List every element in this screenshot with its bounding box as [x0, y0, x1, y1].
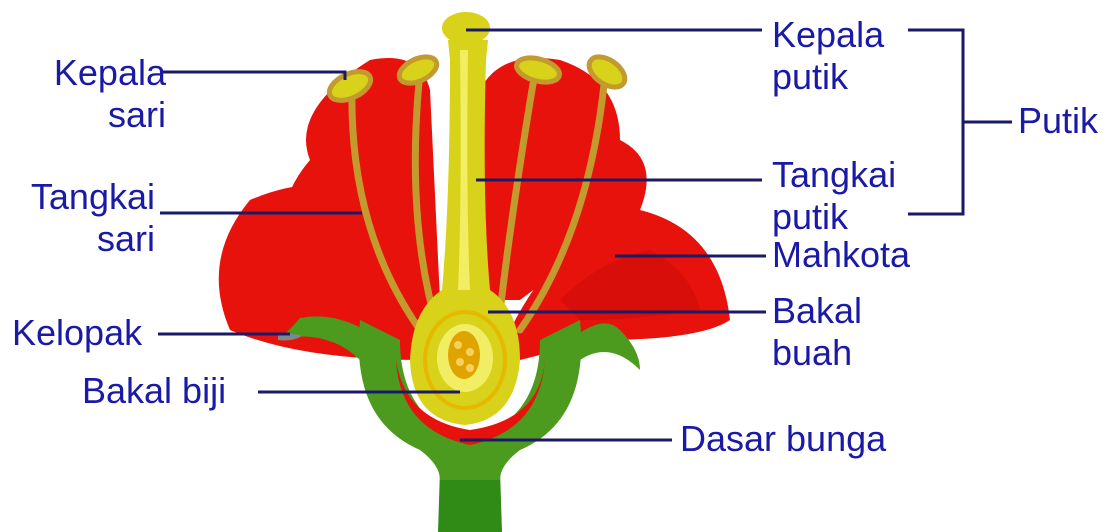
label-bakal-biji: Bakal biji — [82, 370, 226, 412]
label-kepala-sari: Kepala sari — [36, 52, 166, 136]
label-kepala-putik-line2: putik — [772, 56, 884, 98]
label-tangkai-putik: Tangkai putik — [772, 154, 896, 238]
label-tangkai-putik-line1: Tangkai — [772, 154, 896, 196]
ovule — [454, 341, 462, 349]
ovule — [456, 358, 464, 366]
ovule-cluster — [448, 331, 480, 379]
label-bakal-buah-line1: Bakal — [772, 290, 862, 332]
label-mahkota: Mahkota — [772, 234, 910, 276]
bracket-putik — [908, 30, 963, 214]
label-tangkai-sari: Tangkai sari — [10, 176, 155, 260]
label-dasar-bunga: Dasar bunga — [680, 418, 886, 460]
label-bakal-buah: Bakal buah — [772, 290, 862, 374]
label-tangkai-sari-line1: Tangkai — [10, 176, 155, 218]
label-kelopak: Kelopak — [12, 312, 142, 354]
leader-kepala-sari — [162, 72, 345, 80]
ovule — [466, 364, 474, 372]
label-putik: Putik — [1018, 100, 1098, 142]
label-tangkai-sari-line2: sari — [10, 218, 155, 260]
label-kepala-sari-line2: sari — [36, 94, 166, 136]
ovule — [466, 348, 474, 356]
pistil-stigma — [442, 12, 490, 44]
label-tangkai-putik-line2: putik — [772, 196, 896, 238]
anther-2 — [395, 52, 441, 89]
label-kepala-putik-line1: Kepala — [772, 14, 884, 56]
label-bakal-buah-line2: buah — [772, 332, 862, 374]
label-kepala-putik: Kepala putik — [772, 14, 884, 98]
label-kepala-sari-line1: Kepala — [36, 52, 166, 94]
